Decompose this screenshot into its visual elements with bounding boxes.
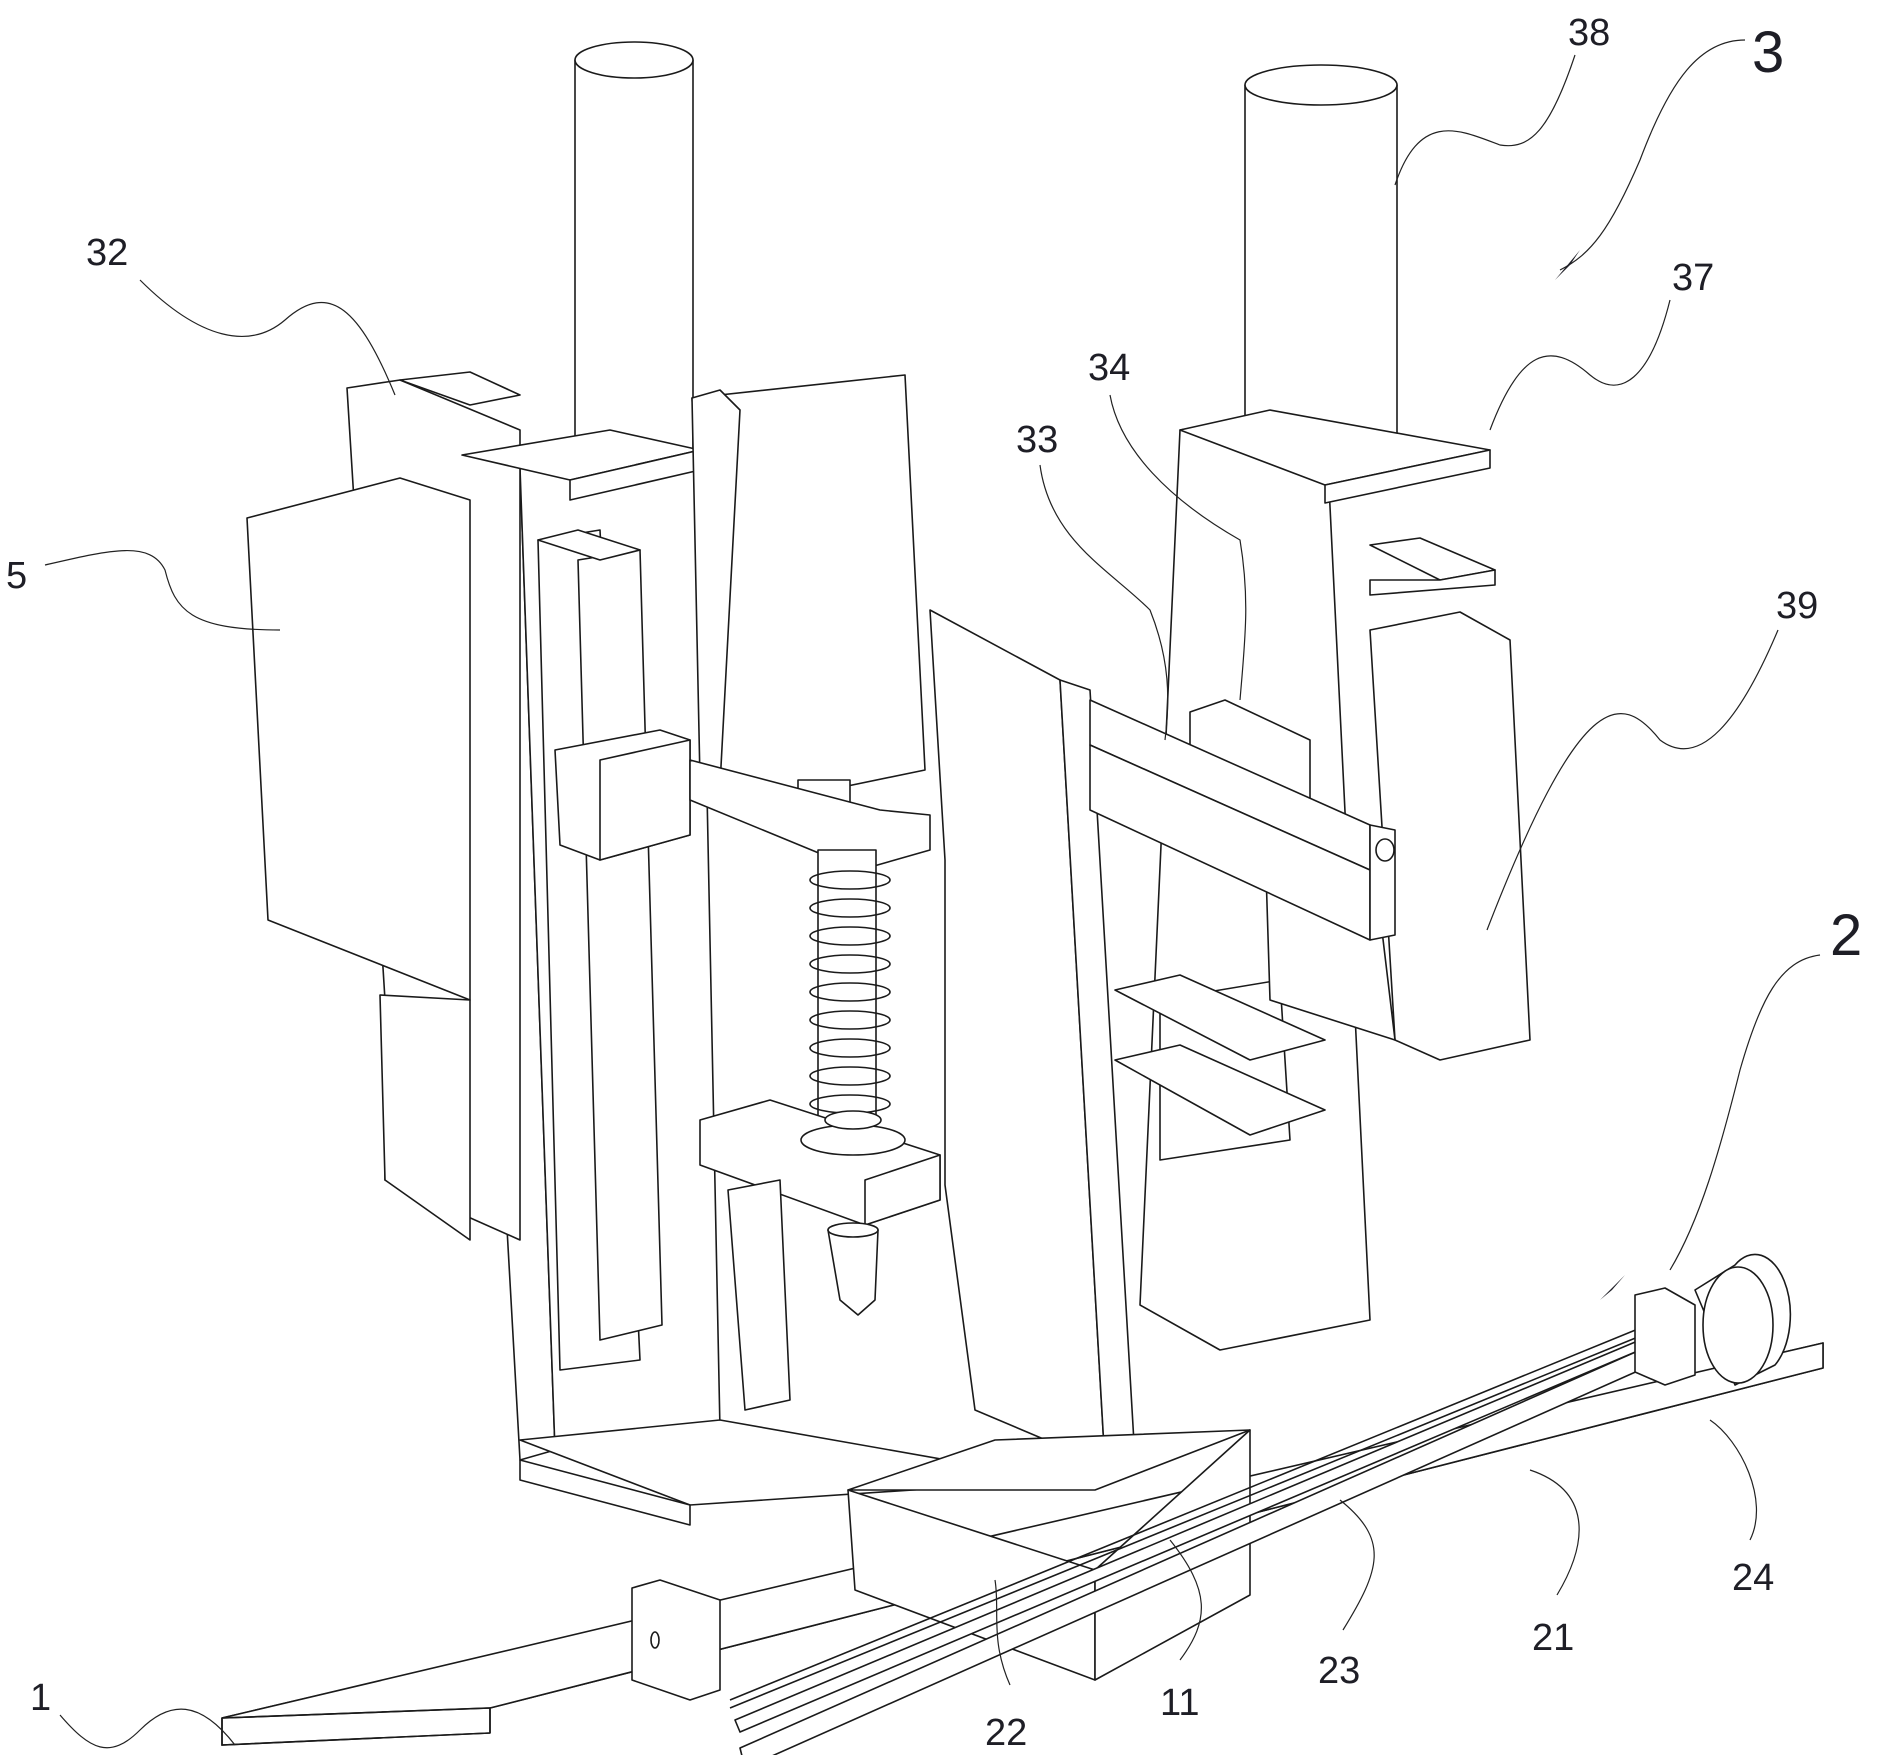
- spring-coil: [809, 1038, 891, 1058]
- leader-5: [44, 550, 281, 631]
- leader-21: [1529, 1469, 1580, 1596]
- cylinder-mounting-plate: [1179, 409, 1491, 504]
- leader-34: [1109, 394, 1247, 701]
- dispensing-nozzle: [827, 1222, 879, 1316]
- label-21: 21: [1532, 1617, 1574, 1659]
- label-1: 1: [30, 1677, 51, 1719]
- leader-3: [1559, 39, 1746, 271]
- arrowhead-3: [1555, 250, 1580, 280]
- label-23: 23: [1318, 1650, 1360, 1692]
- leader-39: [1486, 629, 1779, 931]
- label-3: 3: [1752, 20, 1784, 85]
- side-housing: [246, 477, 471, 1241]
- lower-guide: [727, 1179, 791, 1411]
- arrowhead-2: [1600, 1275, 1625, 1300]
- label-33: 33: [1016, 419, 1058, 461]
- label-11: 11: [1160, 1682, 1199, 1724]
- label-38: 38: [1568, 12, 1610, 54]
- spring-coil: [809, 982, 891, 1002]
- end-bearing-block-right: [1634, 1287, 1696, 1386]
- spring-coil: [809, 1010, 891, 1030]
- leader-2: [1669, 954, 1821, 1271]
- leader-11: [1169, 1539, 1202, 1661]
- label-37: 37: [1672, 257, 1714, 299]
- left-slide-block: [554, 729, 691, 861]
- spring-coil: [809, 870, 891, 890]
- spring: [809, 849, 891, 1121]
- label-39: 39: [1776, 585, 1818, 627]
- right-air-cylinder: [1244, 64, 1398, 452]
- left-upper-block: [691, 374, 926, 831]
- leader-24: [1709, 1419, 1758, 1541]
- upper-arm: [689, 759, 931, 871]
- leader-33: [1039, 464, 1169, 741]
- label-34: 34: [1088, 347, 1130, 389]
- label-2: 2: [1830, 903, 1862, 968]
- reference-labels: 32 5 38 3 37 34 33 39 2 1 22 11 23 21 24: [6, 12, 1862, 1754]
- cross-arm: [1089, 699, 1396, 941]
- left-air-cylinder: [574, 41, 694, 470]
- spring-coil: [809, 1066, 891, 1086]
- spring-coil: [809, 898, 891, 918]
- washer: [800, 1110, 906, 1156]
- end-bearing-block-left: [631, 1579, 721, 1701]
- spring-coil: [809, 926, 891, 946]
- tray: [1114, 974, 1326, 1136]
- label-5: 5: [6, 555, 27, 597]
- leader-23: [1339, 1499, 1375, 1631]
- leader-38: [1394, 54, 1576, 186]
- lower-arm: [699, 1099, 941, 1226]
- label-32: 32: [86, 232, 128, 274]
- leader-1: [59, 1708, 236, 1749]
- spring-coil: [809, 954, 891, 974]
- lead-screw: [729, 1319, 1661, 1709]
- motor: [1694, 1253, 1792, 1386]
- label-24: 24: [1732, 1557, 1774, 1599]
- leader-lines: [44, 39, 1821, 1749]
- leader-37: [1489, 299, 1671, 431]
- leader-32: [139, 279, 396, 396]
- label-22: 22: [985, 1712, 1027, 1754]
- leader-22: [994, 1579, 1011, 1686]
- right-small-bracket: [1369, 537, 1496, 596]
